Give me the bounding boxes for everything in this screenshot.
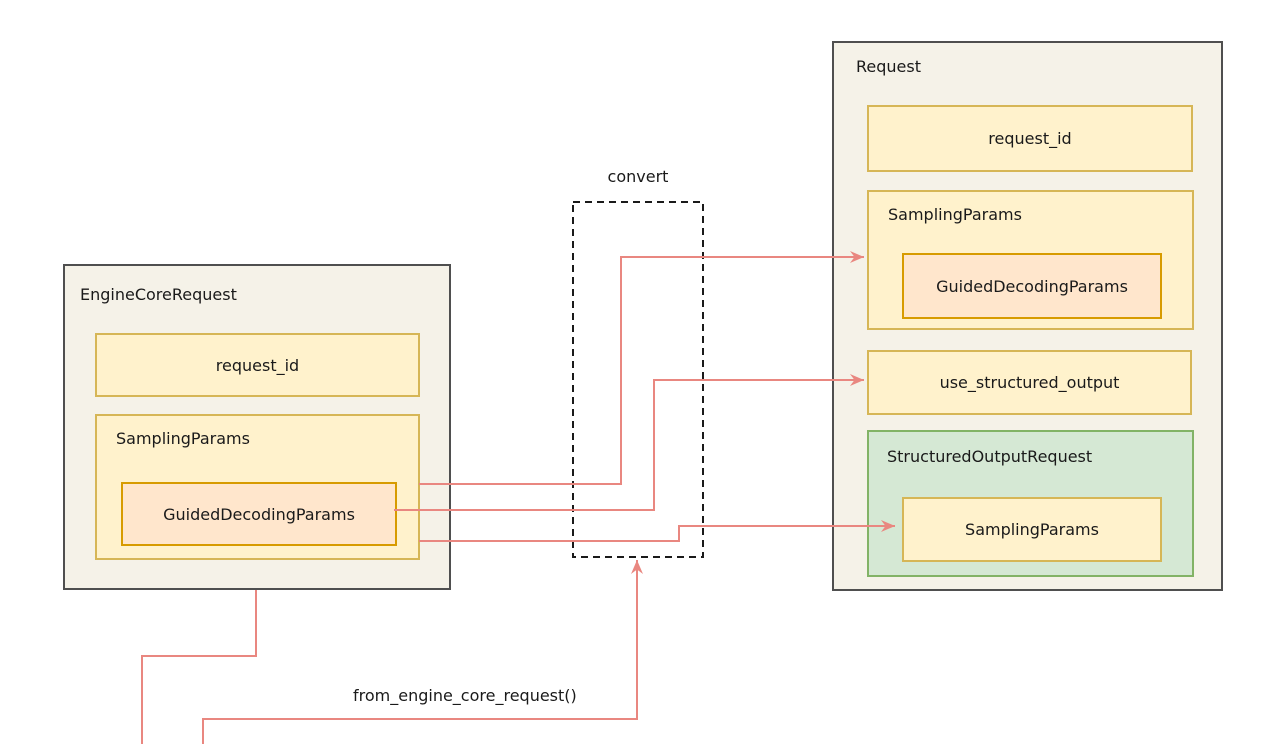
right-sampling-params-group: SamplingParams GuidedDecodingParams — [867, 190, 1194, 330]
request-box: Request request_id SamplingParams Guided… — [832, 41, 1223, 591]
engine-core-request-title: EngineCoreRequest — [80, 285, 237, 304]
connector-to-structured-sampling-params — [419, 520, 895, 542]
structured-sampling-params-field: SamplingParams — [902, 497, 1162, 562]
use-structured-output-label: use_structured_output — [939, 373, 1120, 392]
use-structured-output-field: use_structured_output — [867, 350, 1192, 415]
right-request-id-field: request_id — [867, 105, 1193, 172]
from-engine-core-request-label: from_engine_core_request() — [353, 686, 577, 705]
right-guided-decoding-params-label: GuidedDecodingParams — [936, 276, 1128, 296]
left-guided-decoding-params-field: GuidedDecodingParams — [121, 482, 397, 546]
left-sampling-params-title: SamplingParams — [116, 429, 250, 448]
convert-label: convert — [607, 167, 669, 186]
structured-output-request-group: StructuredOutputRequest SamplingParams — [867, 430, 1194, 577]
structured-output-request-title: StructuredOutputRequest — [887, 447, 1093, 466]
left-request-id-label: request_id — [215, 355, 300, 375]
left-request-id-field: request_id — [95, 333, 420, 397]
connector-to-use-structured-output — [394, 374, 864, 511]
structured-sampling-params-label: SamplingParams — [965, 520, 1099, 539]
left-sampling-params-group: SamplingParams GuidedDecodingParams — [95, 414, 420, 560]
right-sampling-params-title: SamplingParams — [888, 205, 1022, 224]
right-request-id-label: request_id — [988, 129, 1072, 148]
connector-engine-core-request-down — [141, 590, 257, 744]
connector-to-sampling-params — [419, 251, 864, 485]
request-title: Request — [856, 57, 921, 76]
right-guided-decoding-params-field: GuidedDecodingParams — [902, 253, 1162, 319]
convert-dashed-box — [572, 201, 704, 558]
left-guided-decoding-params-label: GuidedDecodingParams — [163, 504, 355, 524]
engine-core-request-box: EngineCoreRequest request_id SamplingPar… — [63, 264, 451, 590]
